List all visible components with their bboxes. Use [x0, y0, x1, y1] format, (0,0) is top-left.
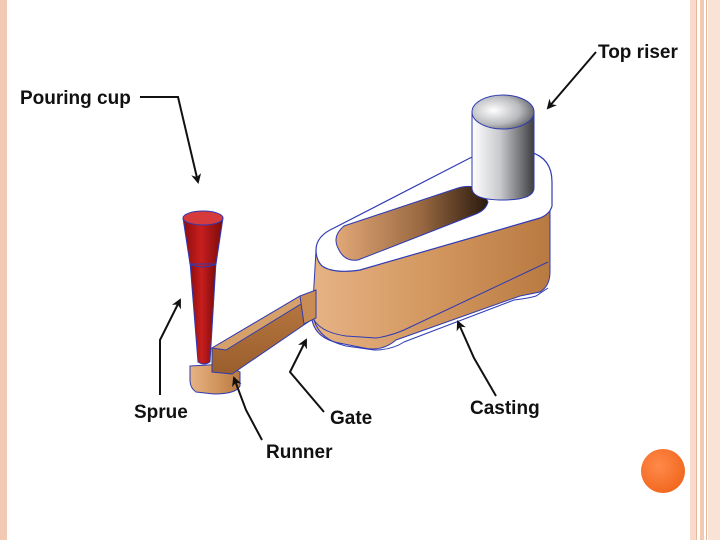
casting-label: Casting [470, 398, 540, 419]
frame-rule [706, 0, 707, 540]
top-riser-arrow [546, 51, 597, 110]
sprue [189, 261, 217, 365]
pouring-cup-label: Pouring cup [20, 88, 131, 109]
top-riser [471, 111, 535, 201]
slide-frame-right [690, 0, 696, 540]
sprue-label: Sprue [134, 402, 188, 423]
gate [299, 289, 317, 325]
top-riser-top [471, 94, 535, 130]
runner-bar [211, 295, 315, 375]
gate-arrow [288, 338, 325, 413]
runner-label: Runner [266, 442, 333, 463]
frame-rule [696, 0, 697, 540]
slide-frame-right-stripe [700, 0, 704, 540]
runner-arrow [232, 376, 263, 441]
slide-frame-left [0, 0, 7, 540]
gate-label: Gate [330, 408, 372, 429]
casting-arrow [456, 320, 497, 397]
slide-frame-right-edge [708, 0, 720, 540]
slide-accent-dot [641, 449, 685, 493]
pouring-cup-arrow [140, 96, 202, 184]
sprue-arrow [159, 298, 181, 395]
top-riser-label: Top riser [598, 42, 678, 63]
